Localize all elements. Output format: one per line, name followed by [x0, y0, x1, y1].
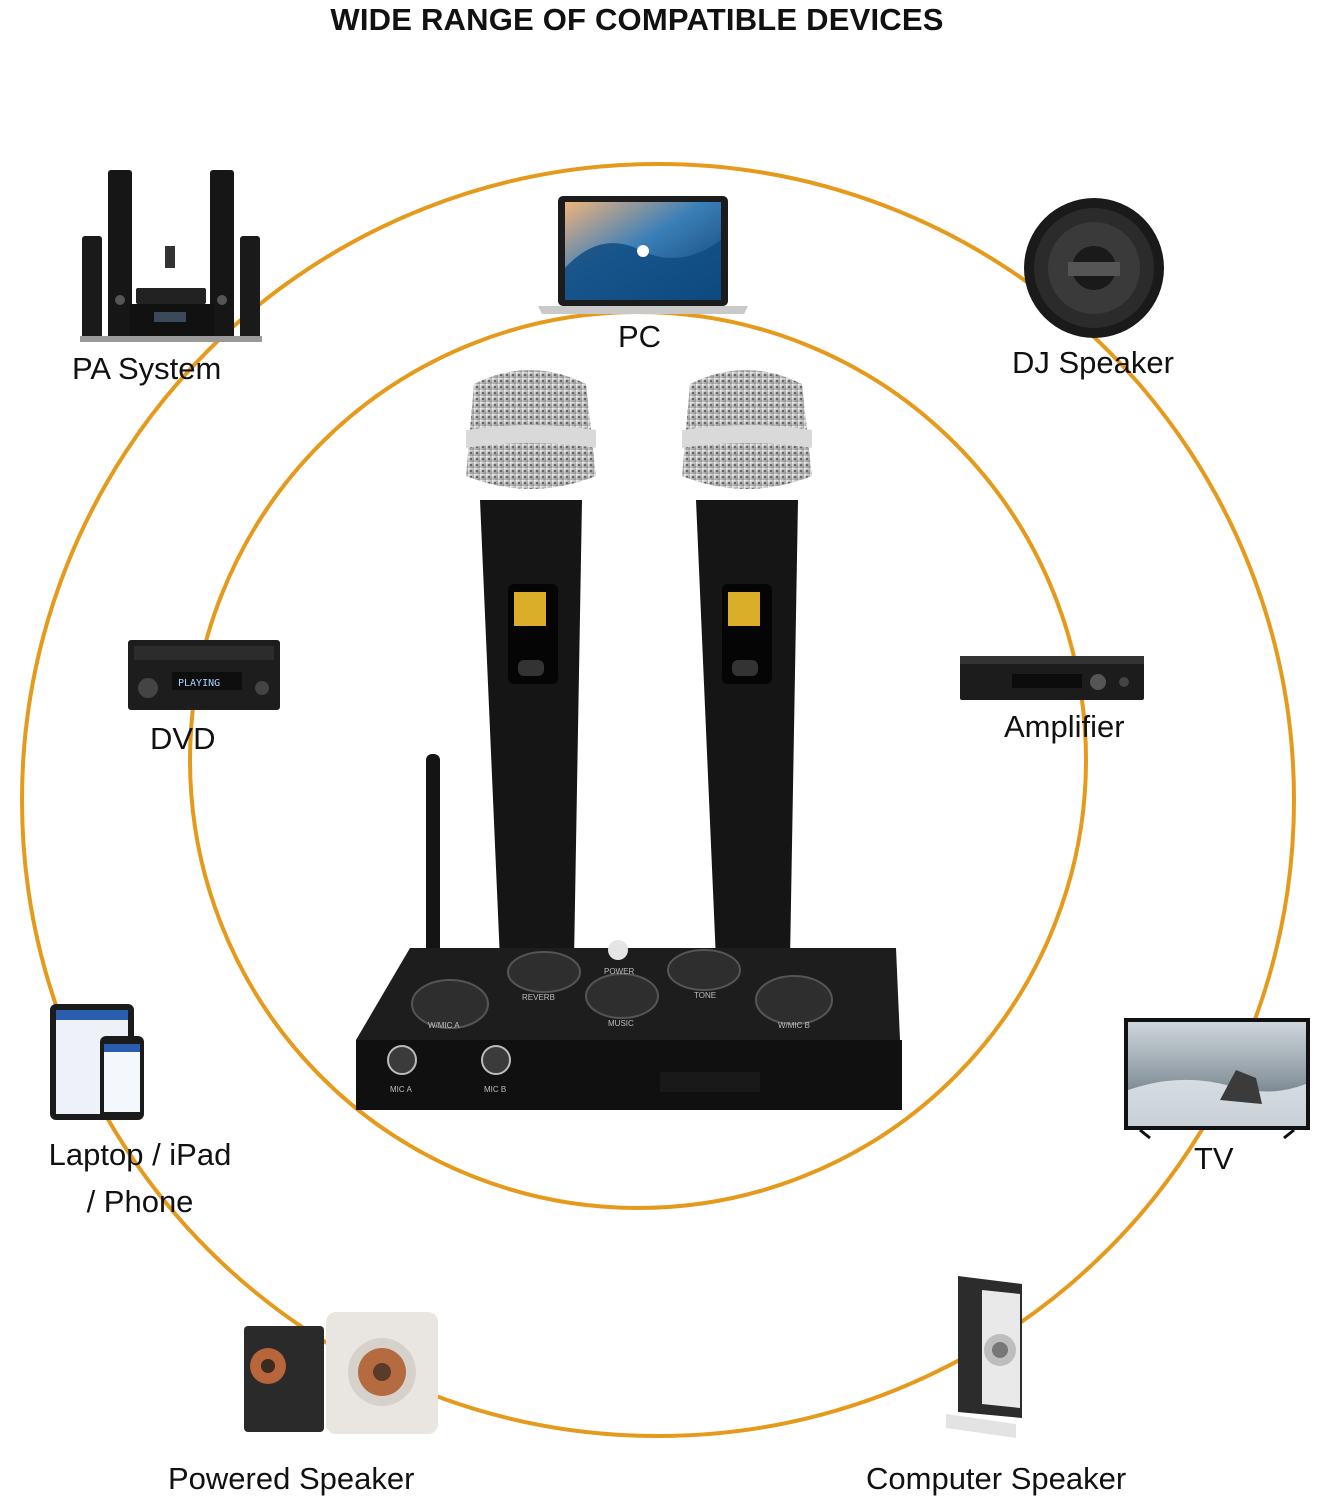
- powered-speaker-label: Powered Speaker: [168, 1461, 415, 1496]
- pc-label: PC: [618, 319, 662, 354]
- amplifier-icon: [960, 656, 1144, 700]
- tv-icon: [1124, 1018, 1310, 1140]
- page-title: WIDE RANGE OF COMPATIBLE DEVICES: [330, 2, 944, 37]
- bookshelf-speakers-icon: [244, 1312, 438, 1434]
- home-theater-speakers-icon: [80, 170, 262, 342]
- music-label: MUSIC: [608, 1019, 634, 1028]
- laptop-ipad-phone-label: Laptop / iPad / Phone: [20, 1136, 260, 1220]
- laptop-ipad-phone-line1: Laptop / iPad: [48, 1137, 232, 1172]
- svg-text:PLAYING: PLAYING: [178, 678, 220, 689]
- power-label: POWER: [604, 967, 634, 976]
- mic-b-label: MIC B: [484, 1085, 506, 1094]
- antenna: [426, 754, 440, 974]
- computer-speaker-label: Computer Speaker: [866, 1461, 1127, 1496]
- mixer-base: [356, 940, 902, 1110]
- microphone-b: [682, 370, 812, 960]
- laptop-ipad-phone-line2: / Phone: [86, 1184, 194, 1220]
- desktop-speaker-icon: [946, 1276, 1022, 1438]
- microphone-a: [466, 370, 596, 960]
- wmic-b-label: W/MIC B: [778, 1021, 810, 1030]
- subwoofer-icon: [1024, 198, 1164, 338]
- dj-speaker-label: DJ Speaker: [1012, 345, 1174, 380]
- reverb-label: REVERB: [522, 993, 555, 1002]
- laptop-icon: [538, 196, 748, 314]
- tone-label: TONE: [694, 991, 716, 1000]
- amplifier-label: Amplifier: [1004, 709, 1125, 744]
- tv-label: TV: [1194, 1141, 1234, 1176]
- dvd-label: DVD: [150, 721, 216, 756]
- dvd-player-icon: PLAYING: [128, 640, 280, 710]
- tablet-phone-icon: [50, 1004, 144, 1120]
- outer-ring: [20, 162, 1296, 1438]
- wmic-a-label: W/MIC A: [428, 1021, 460, 1030]
- pa-system-label: PA System: [72, 351, 222, 386]
- mic-a-label: MIC A: [390, 1085, 412, 1094]
